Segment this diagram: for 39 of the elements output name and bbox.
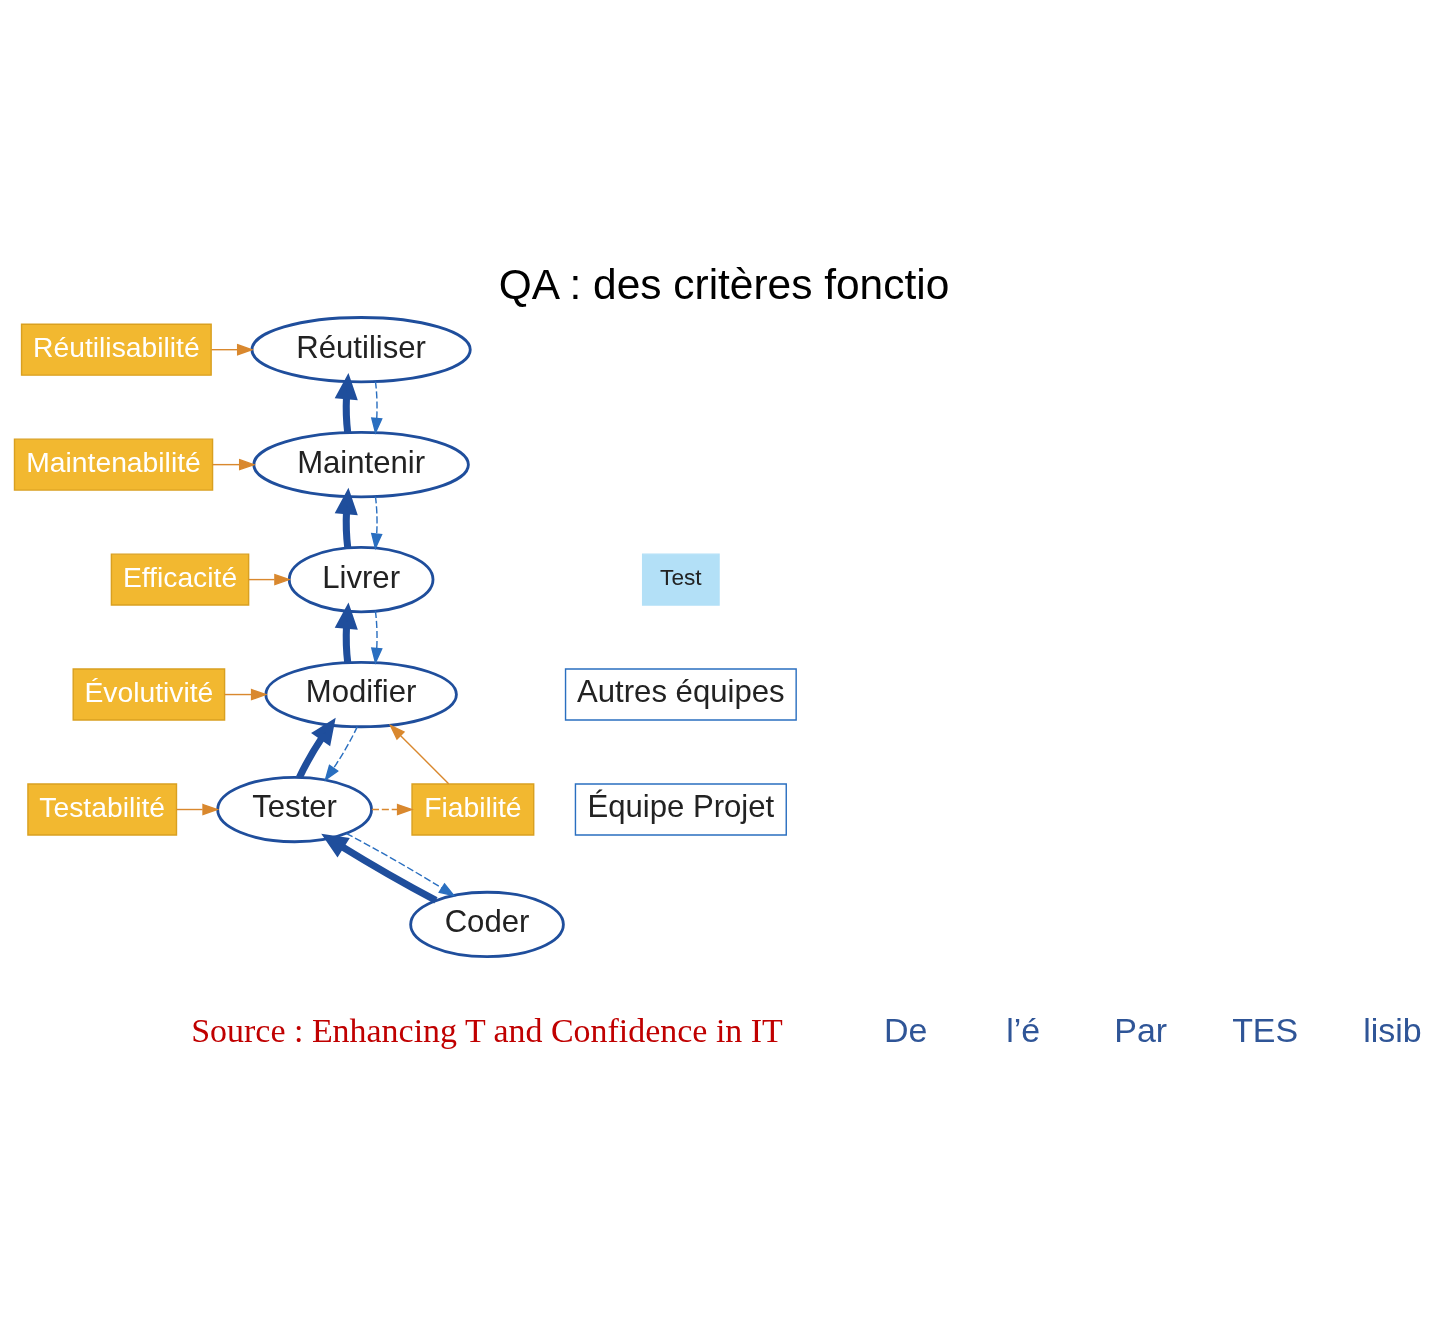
arrow <box>247 573 292 586</box>
diagram-title: QA : des critères fonctio <box>498 261 950 309</box>
node-ellipse: Coder <box>409 890 565 959</box>
node-ellipse: Maintenir <box>252 431 470 499</box>
node-box: Fiabilité <box>411 783 535 836</box>
node-box: Réutilisabilité <box>20 323 212 376</box>
arrow <box>371 803 414 816</box>
node-box: Maintenabilité <box>13 438 214 491</box>
arrow <box>345 832 456 897</box>
label: l’é <box>1006 1010 1041 1049</box>
node-ellipse: Tester <box>216 775 373 844</box>
label: De <box>884 1010 928 1049</box>
arrow <box>334 372 358 433</box>
node-box: Efficacité <box>110 553 250 606</box>
arrow <box>321 833 438 904</box>
arrow <box>334 487 358 549</box>
label: Par <box>1114 1010 1168 1049</box>
arrow <box>324 725 358 782</box>
arrow <box>211 458 256 471</box>
arrow <box>175 803 220 816</box>
node-ellipse: Réutiliser <box>250 316 472 384</box>
node-ellipse: Modifier <box>264 660 458 729</box>
arrow <box>296 717 336 779</box>
arrow <box>370 495 383 551</box>
arrow <box>210 343 254 356</box>
arrow <box>224 688 268 701</box>
arrow <box>370 381 383 435</box>
arrow <box>388 723 450 785</box>
label: TES <box>1232 1010 1299 1049</box>
node-box: Autres équipes <box>564 668 797 721</box>
node-box: Évolutivité <box>72 668 226 721</box>
arrow <box>370 610 383 665</box>
node-box: Équipe Projet <box>574 783 787 836</box>
node-ellipse: Livrer <box>287 546 435 614</box>
caption: Source : Enhancing T and Confidence in IT <box>191 1011 783 1049</box>
label: lisib <box>1363 1010 1422 1049</box>
node-box: Test <box>641 553 720 606</box>
node-box: Testabilité <box>27 783 178 836</box>
arrow <box>334 602 358 663</box>
